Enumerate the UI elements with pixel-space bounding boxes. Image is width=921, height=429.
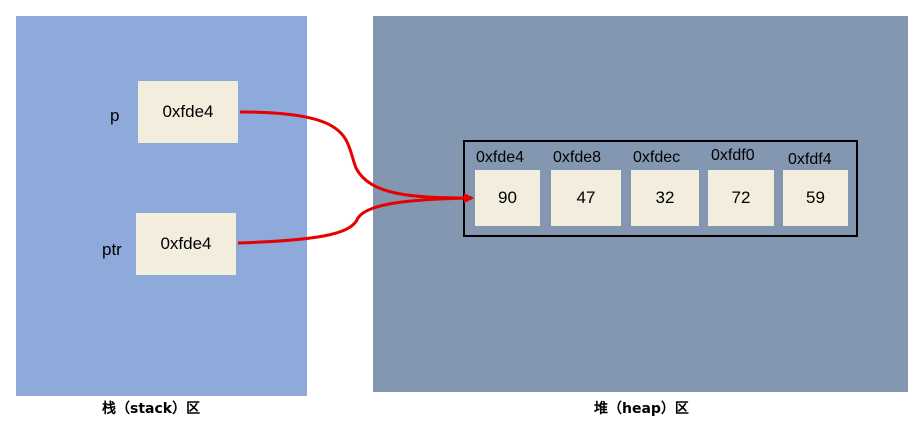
stack-region — [16, 16, 307, 396]
var-name-p: p — [110, 106, 120, 125]
var-name-ptr: ptr — [102, 240, 122, 259]
array-cell-4: 59 — [783, 170, 848, 226]
array-cell-0: 90 — [475, 170, 540, 226]
arrow-p-to-array — [239, 110, 474, 203]
array-address-2: 0xfdec — [633, 149, 681, 166]
array-cell-2: 32 — [631, 170, 699, 226]
array-cell-1: 47 — [551, 170, 621, 226]
array-block — [463, 140, 858, 237]
var-ptr-value-cell: 0xfde4 — [136, 213, 236, 275]
array-address-0: 0xfde4 — [476, 149, 525, 166]
stack-caption: 栈（stack）区 — [102, 401, 201, 417]
heap-caption: 堆（heap）区 — [594, 401, 689, 417]
arrow-ptr-to-array — [237, 193, 474, 245]
array-cell-3: 72 — [708, 170, 774, 226]
array-address-1: 0xfde8 — [553, 149, 602, 166]
array-address-3: 0xfdf0 — [711, 147, 755, 164]
var-p-value-cell: 0xfde4 — [138, 81, 238, 143]
array-address-4: 0xfdf4 — [788, 151, 832, 168]
